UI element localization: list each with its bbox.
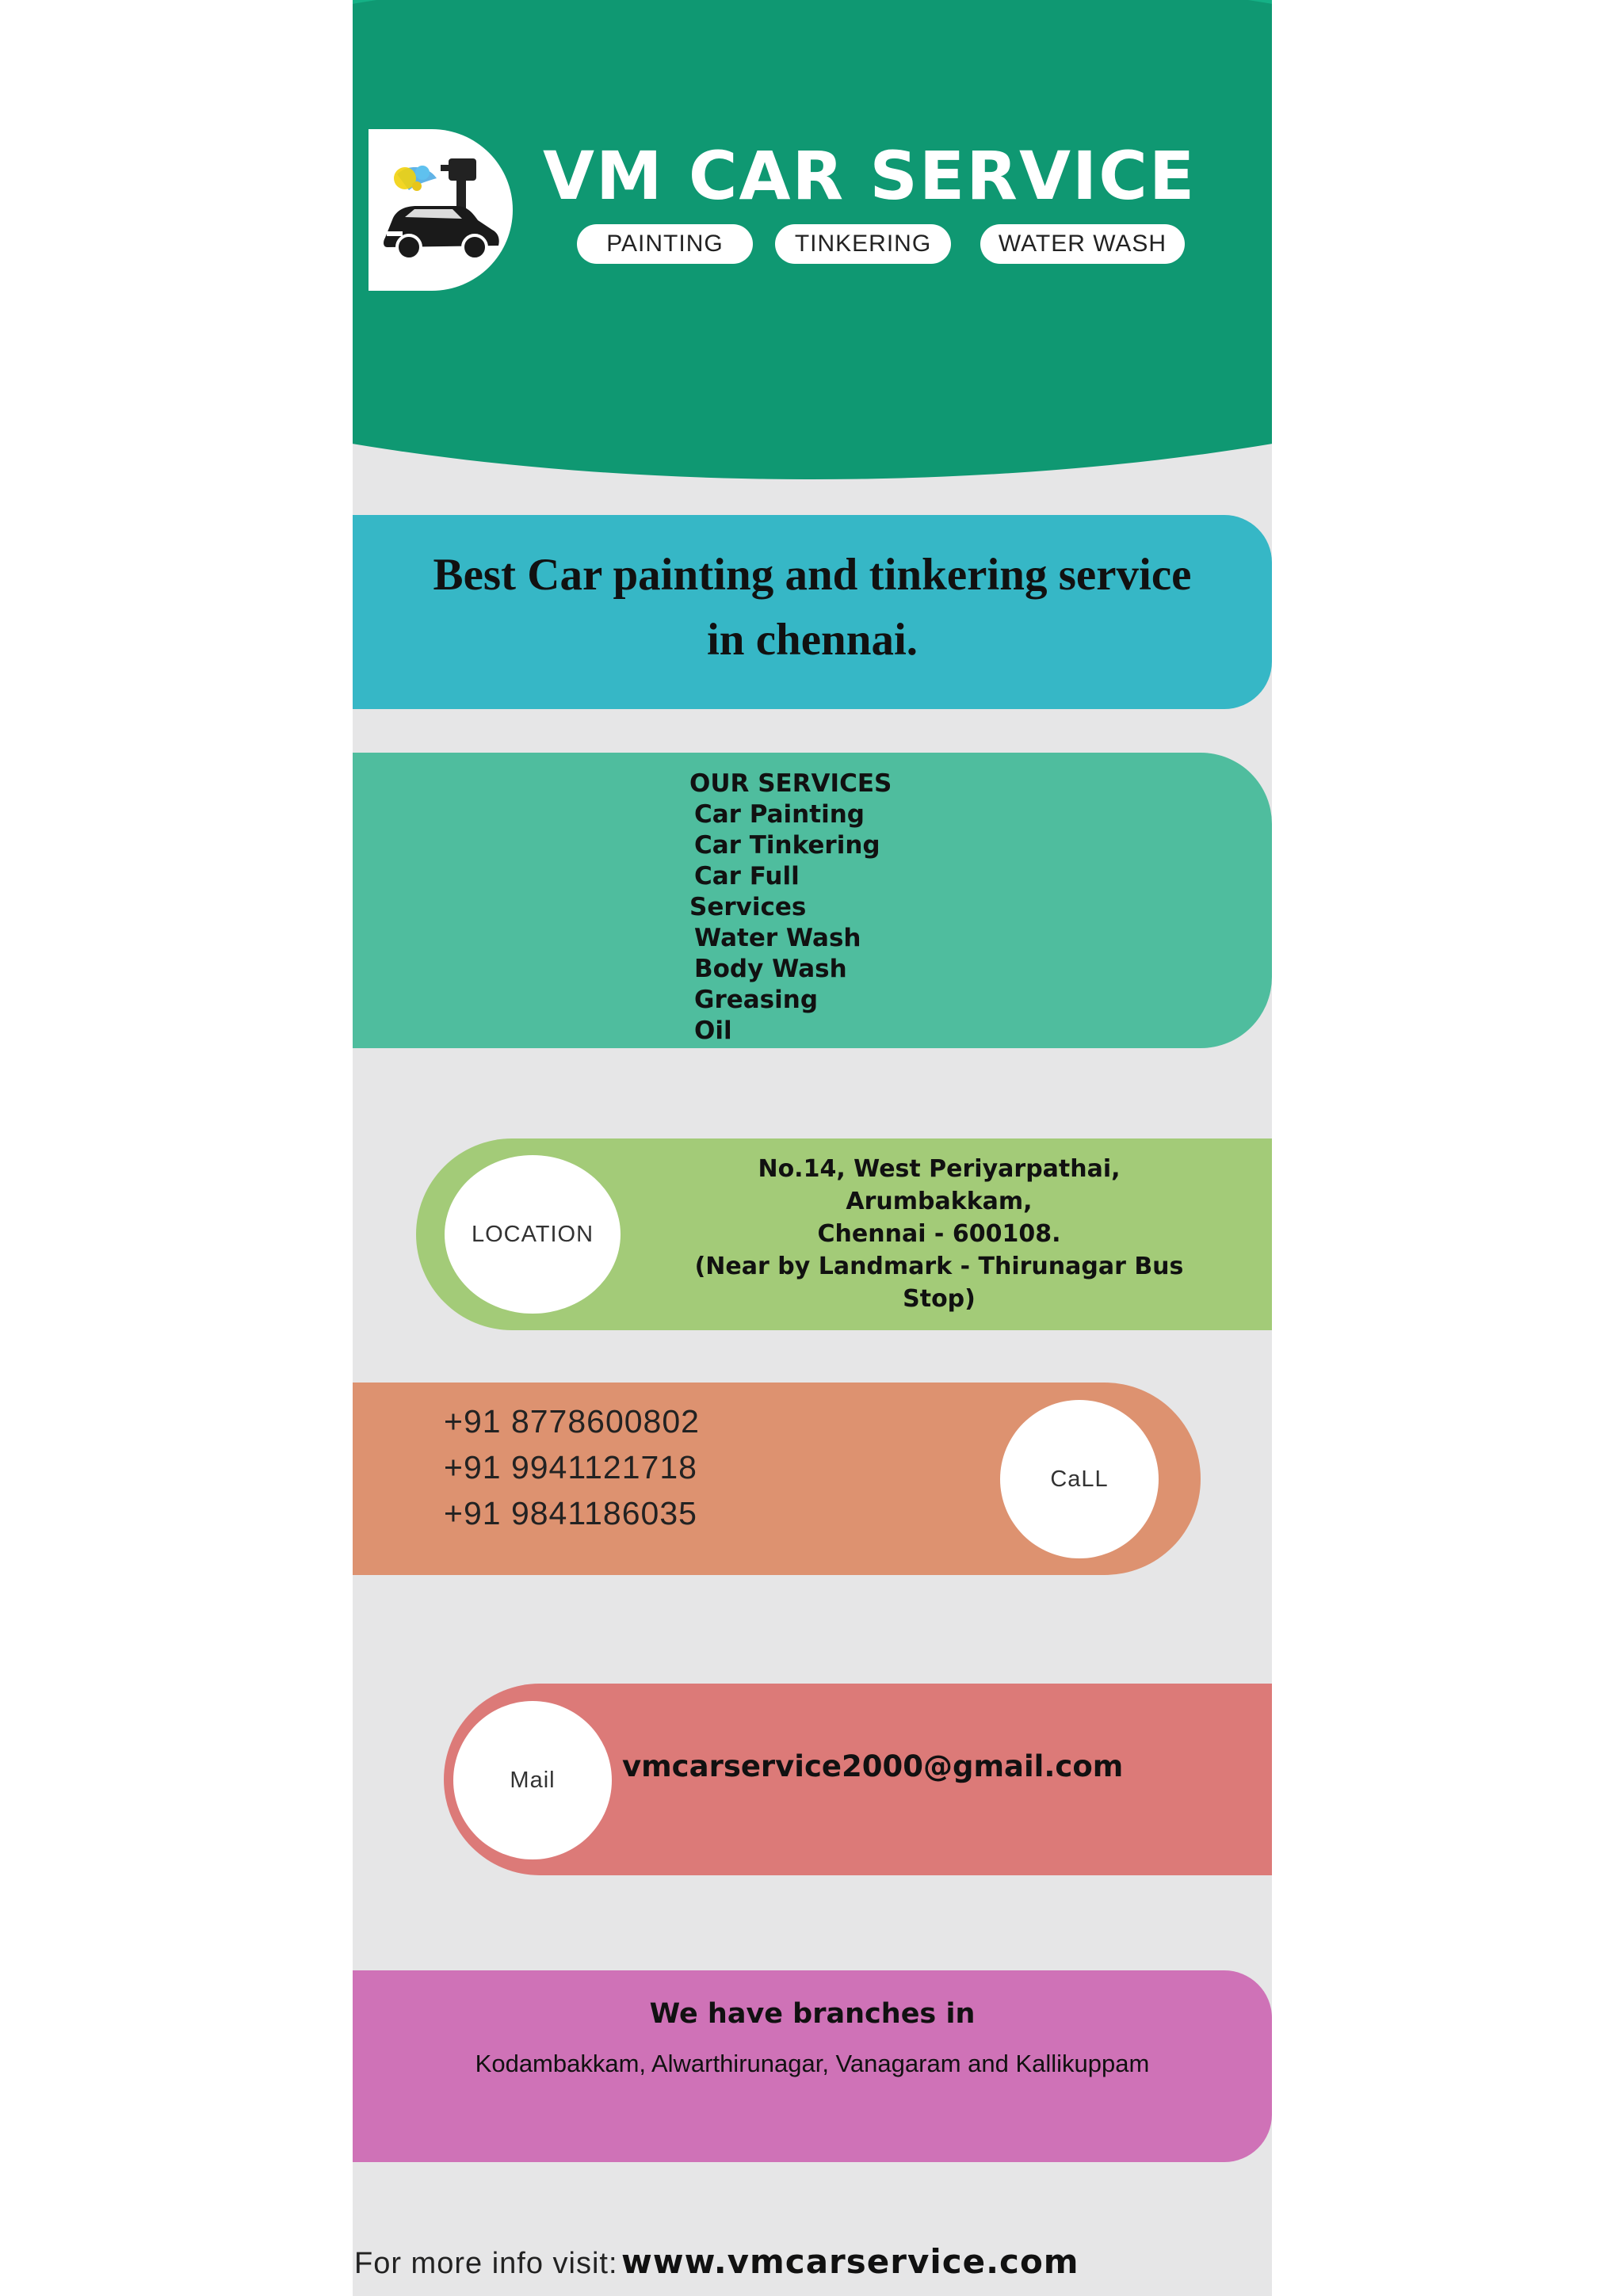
service-item: Greasing	[694, 986, 819, 1014]
tagline-line: Best Car painting and tinkering service	[433, 550, 1192, 600]
service-pill-water-wash: WATER WASH	[980, 224, 1185, 264]
brand-name: VM CAR SERVICE	[543, 137, 1197, 215]
footer: For more info visit: www.vmcarservice.co…	[354, 2242, 1266, 2290]
call-badge[interactable]: CaLL	[1000, 1400, 1159, 1558]
service-item: Car Painting	[694, 800, 865, 829]
address-line: No.14, West Periyarpathai,	[758, 1155, 1121, 1183]
branches-title: We have branches in	[649, 1998, 976, 2030]
location-panel: LOCATION No.14, West Periyarpathai, Arum…	[416, 1138, 1272, 1330]
location-label: LOCATION	[471, 1221, 594, 1247]
phone-list: +91 8778600802 +91 9941121718 +91 984118…	[444, 1398, 700, 1536]
tagline: Best Car painting and tinkering service …	[369, 543, 1256, 673]
address-line: Chennai - 600108.	[817, 1220, 1061, 1248]
service-item: Water Wash	[694, 924, 861, 952]
tagline-line: in chennai.	[706, 615, 918, 665]
address: No.14, West Periyarpathai, Arumbakkam, C…	[622, 1153, 1256, 1315]
address-line: Arumbakkam,	[846, 1188, 1033, 1215]
mail-label: Mail	[510, 1767, 556, 1793]
service-item: Body Wash	[694, 955, 847, 983]
mail-panel: Mail vmcarservice2000@gmail.com	[444, 1684, 1272, 1875]
call-panel: +91 8778600802 +91 9941121718 +91 984118…	[353, 1383, 1201, 1575]
services-list: OUR SERVICES Car Painting Car Tinkering …	[689, 769, 951, 1047]
car-spray-gun-icon	[384, 158, 499, 261]
tagline-banner: Best Car painting and tinkering service …	[353, 515, 1272, 709]
call-label: CaLL	[1050, 1466, 1109, 1492]
branches-panel: We have branches in Kodambakkam, Alwarth…	[353, 1970, 1272, 2162]
service-pill-tinkering: TINKERING	[775, 224, 951, 264]
mail-badge[interactable]: Mail	[453, 1701, 612, 1859]
service-item: Car Full	[694, 862, 800, 891]
branches-list: Kodambakkam, Alwarthirunagar, Vanagaram …	[475, 2050, 1150, 2077]
service-pill-painting: PAINTING	[577, 224, 753, 264]
service-item: Car Tinkering	[694, 831, 880, 860]
address-line: (Near by Landmark - Thirunagar Bus	[694, 1253, 1184, 1280]
phone-number[interactable]: +91 9841186035	[444, 1495, 697, 1531]
services-panel: OUR SERVICES Car Painting Car Tinkering …	[353, 753, 1272, 1048]
address-line: Stop)	[903, 1285, 976, 1313]
footer-label: For more info visit:	[354, 2247, 618, 2280]
phone-number[interactable]: +91 9941121718	[444, 1449, 697, 1486]
email-address[interactable]: vmcarservice2000@gmail.com	[622, 1749, 1124, 1783]
service-item: Services	[689, 893, 807, 921]
website-link[interactable]: www.vmcarservice.com	[621, 2242, 1079, 2281]
poster: VM CAR SERVICE PAINTING TINKERING WATER …	[353, 0, 1272, 2296]
phone-number[interactable]: +91 8778600802	[444, 1403, 700, 1440]
services-heading: OUR SERVICES	[689, 769, 892, 798]
service-item: Oil	[694, 1016, 732, 1045]
logo	[369, 129, 513, 291]
location-badge: LOCATION	[445, 1155, 621, 1314]
